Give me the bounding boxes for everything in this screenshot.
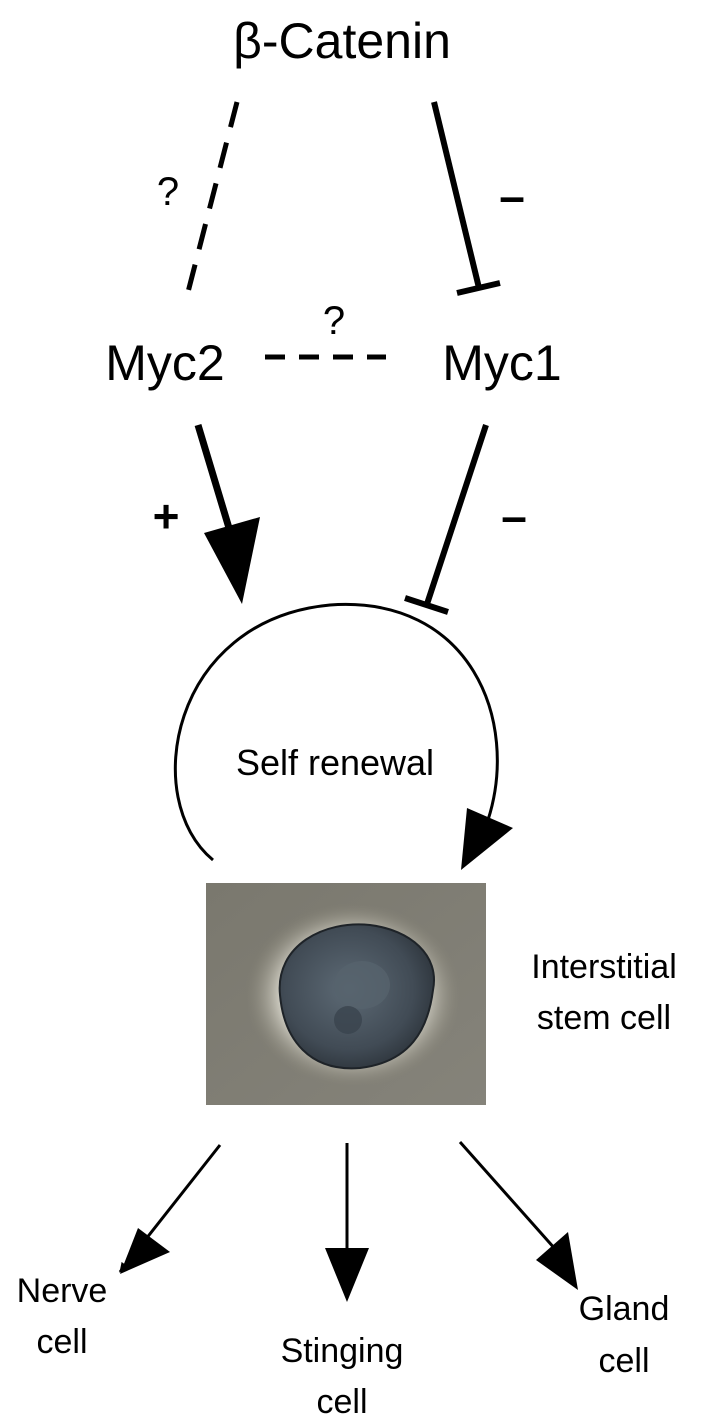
cell-nucleus — [334, 961, 390, 1009]
interstitial-stem-cell-label-line2: stem cell — [537, 999, 671, 1037]
cell-nucleolus — [334, 1006, 362, 1034]
myc2-self-renewal-arrowhead — [204, 517, 260, 604]
myc1-self-renewal-inhibition-edge — [424, 424, 489, 605]
myc1-self-renewal-inhibition-bar — [404, 595, 449, 615]
nerve-cell-arrowhead — [120, 1228, 170, 1274]
stem-cell-micrograph — [206, 883, 486, 1105]
gland-cell-label-line1: Gland — [579, 1290, 670, 1328]
beta-catenin-myc1-inhibition-bar — [456, 280, 501, 296]
stinging-cell-label-line1: Stinging — [281, 1332, 404, 1370]
self-renewal-loop-arc — [173, 602, 499, 862]
gland-cell-label-line2: cell — [598, 1342, 649, 1380]
gland-cell-arrowhead — [536, 1232, 578, 1290]
beta-catenin-myc2-question-label: ? — [157, 170, 179, 214]
myc2-myc1-question-label: ? — [323, 299, 345, 343]
beta-catenin-label: β-Catenin — [233, 13, 451, 69]
stinging-cell-arrowhead — [325, 1248, 369, 1302]
self-renewal-loop-arrowhead — [461, 808, 513, 870]
myc1-self-renewal-minus-label: – — [501, 490, 527, 542]
beta-catenin-myc1-minus-label: – — [499, 170, 525, 222]
myc2-label: Myc2 — [105, 335, 224, 391]
gland-cell-arrow — [458, 1141, 558, 1251]
stinging-cell-label-line2: cell — [316, 1383, 367, 1421]
interstitial-stem-cell-label-line1: Interstitial — [531, 948, 677, 986]
myc1-label: Myc1 — [442, 335, 561, 391]
myc2-self-renewal-plus-label: + — [153, 490, 180, 542]
myc2-self-renewal-activation-edge — [194, 423, 236, 540]
nerve-cell-label-line1: Nerve — [17, 1272, 108, 1310]
nerve-cell-label-line2: cell — [36, 1323, 87, 1361]
beta-catenin-myc1-inhibition-edge — [431, 101, 482, 289]
beta-catenin-myc2-dashed-edge — [184, 101, 240, 297]
self-renewal-label: Self renewal — [236, 742, 434, 783]
